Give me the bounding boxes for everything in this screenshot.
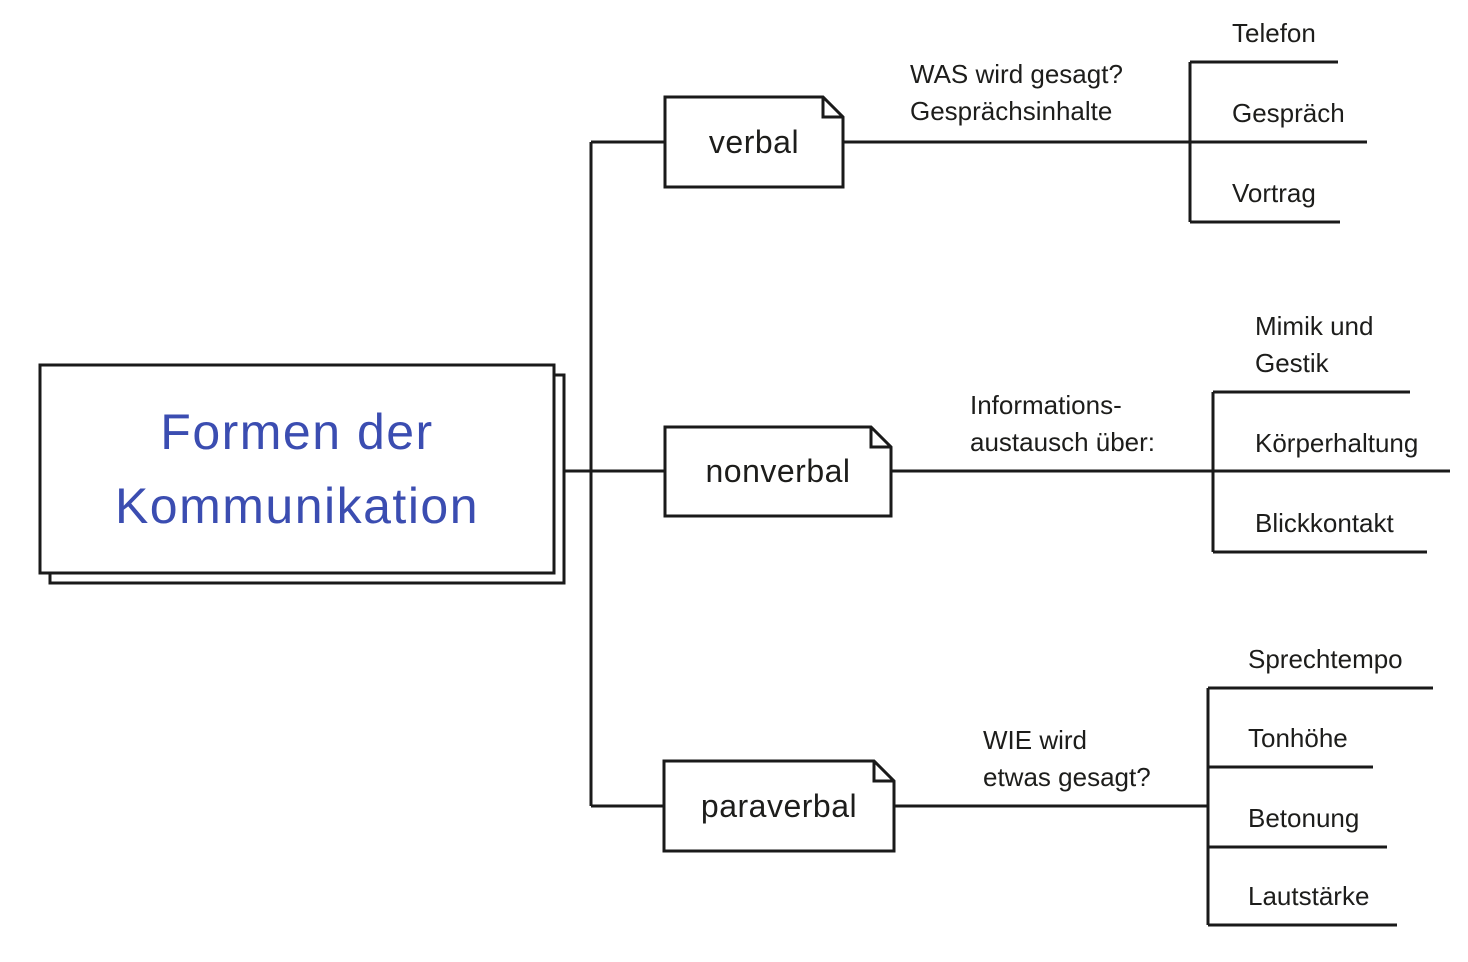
leaf-label-tonhoehe: Tonhöhe [1248,723,1348,753]
leaf-label-koerperhaltung: Körperhaltung [1255,428,1419,458]
leaf-label-betonung: Betonung [1248,803,1360,833]
node-label-nonverbal: nonverbal [705,453,851,489]
leaf-label-blickkontakt: Blickkontakt [1255,508,1394,538]
leaf-label-sprechtempo: Sprechtempo [1248,644,1403,674]
leaf-label-vortrag: Vortrag [1232,178,1316,208]
nonverbal-note-fold-icon [869,427,891,449]
verbal-note-shape [663,95,845,189]
node-label-verbal: verbal [708,123,800,160]
nonverbal-note-shape [663,425,893,518]
node-label-paraverbal: paraverbal [700,787,858,824]
root-box [38,363,556,575]
branch-annotation-nonverbal: Informations- austausch über: [970,390,1156,457]
leaf-label-telefon: Telefon [1232,18,1316,48]
branch-annotation-paraverbal: WIE wird etwas gesagt? [983,725,1151,792]
paraverbal-note-fold-icon [872,761,894,783]
leaf-label-mimik-gestik: Mimik und Gestik [1255,311,1374,378]
verbal-note-fold-icon [821,97,843,119]
leaf-label-gespraech: Gespräch [1232,98,1345,128]
branch-annotation-verbal: WAS wird gesagt? Gesprächsinhalte [910,59,1123,126]
paraverbal-note-shape [662,759,896,853]
leaf-label-lautstaerke: Lautstärke [1248,881,1370,911]
root-label: Formen der Kommunikation [114,404,480,534]
